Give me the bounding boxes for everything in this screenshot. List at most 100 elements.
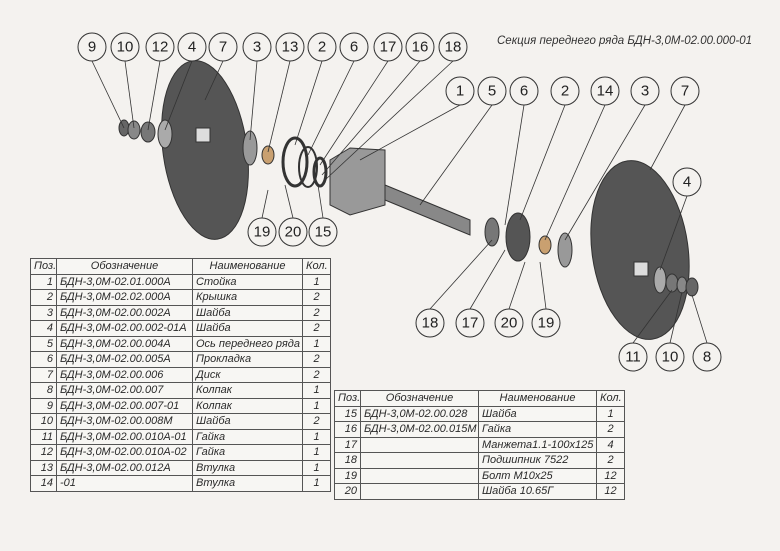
callout-circle: [247, 217, 277, 247]
callout-17: 17: [455, 308, 485, 338]
cell-qty: 1: [302, 397, 331, 414]
right-disc: [590, 160, 690, 340]
callout-15: 15: [308, 217, 338, 247]
callout-3: 3: [242, 32, 272, 62]
cap-8: [685, 277, 699, 297]
callout-number: 5: [488, 83, 496, 100]
callout-circle: [455, 308, 485, 338]
callout-circle: [339, 32, 369, 62]
leader-line: [164, 60, 193, 131]
cell-pos: 15: [334, 405, 361, 422]
callout-5: 5: [477, 76, 507, 106]
callout-number: 6: [350, 39, 358, 56]
cell-name: Прокладка: [192, 351, 303, 368]
leader-line: [429, 239, 493, 310]
leader-line: [669, 291, 683, 344]
cell-name: Манжета1.1-100х125: [478, 436, 597, 453]
callout-14: 14: [590, 76, 620, 106]
right-disc-hub: [633, 261, 649, 277]
callout-6: 6: [509, 76, 539, 106]
bushing-13: [261, 145, 275, 165]
callout-number: 4: [188, 39, 196, 56]
callout-number: 10: [662, 349, 679, 366]
cell-designation: БДН-3,0М-02.00.007-01: [56, 397, 193, 414]
cell-qty: 1: [302, 444, 331, 461]
callout-20: 20: [278, 217, 308, 247]
callout-10: 10: [110, 32, 140, 62]
leader-line: [469, 249, 506, 310]
cell-pos: 8: [30, 382, 57, 399]
cell-pos: 5: [30, 335, 57, 352]
cell-designation: БДН-3,0М-02.00.010А-01: [56, 428, 193, 445]
cell-designation: БДН-3,0М-02.00.010А-02: [56, 444, 193, 461]
header-designation: Обозначение: [360, 390, 479, 407]
cell-qty: 2: [302, 304, 331, 321]
leader-line: [267, 60, 291, 153]
leader-line: [249, 60, 258, 141]
callout-number: 18: [422, 315, 439, 332]
cell-pos: 19: [334, 467, 361, 484]
callout-number: 3: [253, 39, 261, 56]
callout-circle: [242, 32, 272, 62]
callout-7: 7: [208, 32, 238, 62]
housing-1: [329, 147, 386, 216]
callout-circle: [77, 32, 107, 62]
header-qty: Кол.: [302, 258, 331, 275]
callout-circle: [308, 217, 338, 247]
callout-number: 7: [681, 83, 689, 100]
cell-pos: 6: [30, 351, 57, 368]
cell-name: Шайба 10.65Г: [478, 483, 597, 500]
leader-line: [91, 60, 125, 129]
callout-circle: [531, 308, 561, 338]
cell-name: Шайба: [192, 320, 303, 337]
leader-line: [659, 195, 688, 271]
cell-name: Диск: [192, 366, 303, 383]
gasket-6: [298, 146, 318, 188]
callout-circle: [405, 32, 435, 62]
leader-line: [691, 294, 708, 344]
callout-16: 16: [405, 32, 435, 62]
cell-pos: 16: [334, 421, 361, 438]
callout-number: 9: [88, 39, 96, 56]
cell-pos: 9: [30, 397, 57, 414]
callout-circle: [670, 76, 700, 106]
axle-5: [384, 184, 471, 236]
cell-pos: 14: [30, 475, 57, 492]
callout-13: 13: [275, 32, 305, 62]
callout-circle: [177, 32, 207, 62]
callout-number: 14: [597, 83, 614, 100]
leader-line: [508, 261, 526, 310]
callout-number: 6: [520, 83, 528, 100]
cell-designation: БДН-3,0М-02.00.028: [360, 405, 479, 422]
cell-designation: БДН-3,0М-02.00.006: [56, 366, 193, 383]
washer-10-right: [676, 276, 688, 294]
callout-7: 7: [670, 76, 700, 106]
cell-qty: 2: [596, 452, 625, 469]
cell-designation: БДН-3,0М-02.00.002А: [56, 304, 193, 321]
cell-name: Колпак: [192, 397, 303, 414]
callout-number: 12: [152, 39, 169, 56]
cell-pos: 18: [334, 452, 361, 469]
cell-qty: 4: [596, 436, 625, 453]
leader-line: [564, 104, 646, 241]
header-pos: Поз.: [334, 390, 361, 407]
callout-17: 17: [373, 32, 403, 62]
leader-line: [124, 60, 135, 129]
washer-3-right: [557, 232, 573, 268]
callout-circle: [692, 342, 722, 372]
seal-17: [312, 156, 328, 188]
callout-number: 20: [285, 224, 302, 241]
callout-circle: [307, 32, 337, 62]
leader-line: [204, 60, 224, 101]
cell-name: Колпак: [192, 382, 303, 399]
cell-designation: БДН-3,0М-02.00.007: [56, 382, 193, 399]
